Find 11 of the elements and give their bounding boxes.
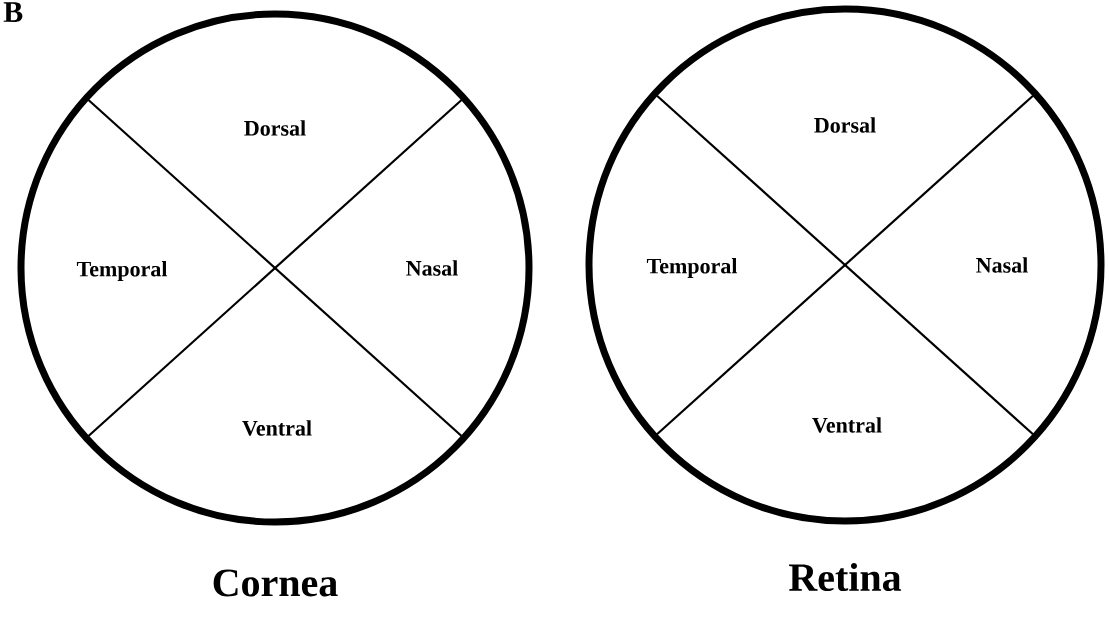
quadrant-label: Temporal [646,258,738,278]
quadrant-label: Nasal [976,257,1028,273]
quadrant-label: Temporal [76,261,168,281]
node-label: Retina [789,562,902,592]
quadrant-label: Ventral [812,417,882,433]
quadrant-label: Ventral [242,420,312,436]
panel-letter: B [3,2,23,22]
quadrant-label: Dorsal [244,120,306,136]
quadrant-label: Dorsal [814,117,876,133]
node-label: Cornea [213,569,338,597]
quadrant-label: Nasal [406,260,458,276]
